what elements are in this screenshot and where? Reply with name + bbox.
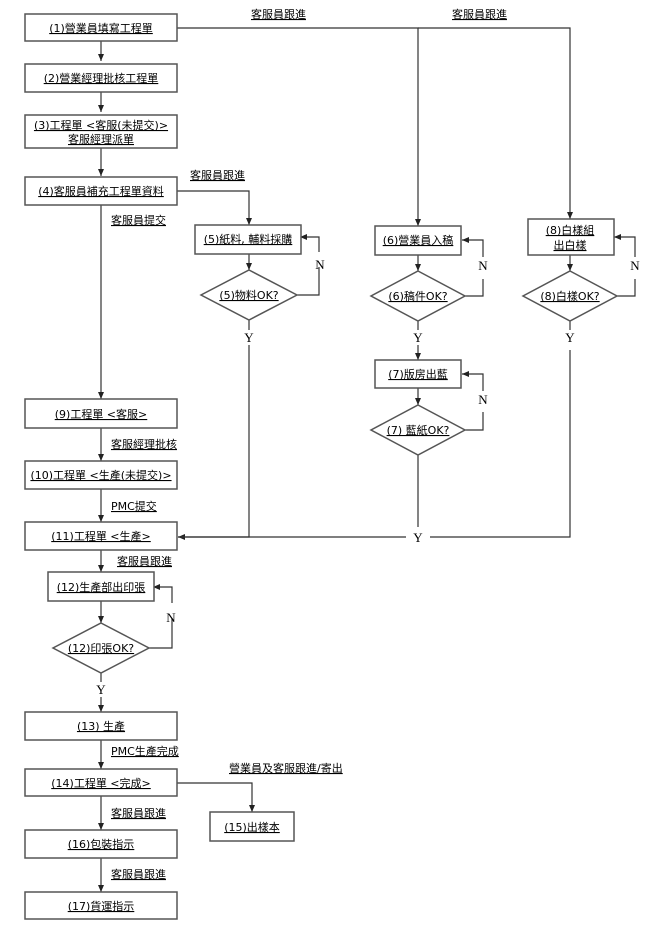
node-6[interactable] — [374, 225, 462, 256]
node-17-label: (17)貨運指示 — [68, 899, 135, 913]
node-d12-label: (12)印張OK? — [68, 642, 134, 655]
node-13[interactable] — [24, 711, 178, 741]
edge-d6-n-a — [465, 279, 484, 297]
edge-label-cs-submit: 客服員提交 — [111, 213, 166, 227]
edge-d5-n-b — [300, 234, 320, 252]
connectors — [98, 27, 636, 892]
yes-label-7: Y — [413, 530, 423, 545]
node-10[interactable] — [24, 460, 178, 490]
node-d5-label: (5)物料OK? — [219, 288, 278, 302]
node-5-label: (5)紙料, 輔料採購 — [204, 232, 293, 246]
edge-d12-n-a — [149, 618, 173, 649]
edge-1-8 — [418, 27, 573, 219]
edge-label-cs-mgr-approve: 客服經理批核 — [111, 437, 177, 451]
edge-label-pmc-done: PMC生產完成 — [111, 744, 179, 758]
edge-d7-n-a — [465, 412, 484, 431]
yes-label-5: Y — [244, 330, 254, 345]
edge-d8-n-b — [614, 234, 636, 257]
node-1[interactable] — [24, 13, 178, 42]
edge-4-5 — [177, 190, 252, 225]
edge-d5-11 — [178, 345, 250, 540]
edge-label-cs-follow-top2: 客服員跟進 — [452, 7, 507, 21]
node-16-label: (16)包裝指示 — [68, 837, 135, 851]
branch-markers: N Y N Y N Y N Y N Y — [96, 257, 640, 697]
edge-d12-n-b — [153, 584, 173, 603]
yes-label-12: Y — [96, 682, 106, 697]
edge-label-cs-follow-16: 客服員跟進 — [111, 806, 166, 820]
node-d8[interactable] — [521, 270, 619, 322]
node-15[interactable] — [209, 811, 295, 842]
node-4[interactable] — [24, 176, 178, 206]
edge-label-cs-follow-5: 客服員跟進 — [190, 168, 245, 182]
node-5[interactable] — [194, 224, 302, 255]
node-d12[interactable] — [51, 622, 151, 674]
edge-14-15 — [177, 782, 255, 812]
node-d6[interactable] — [369, 270, 467, 322]
no-label-8: N — [630, 258, 640, 273]
no-label-5: N — [315, 257, 325, 272]
node-14[interactable] — [24, 768, 178, 797]
node-12-label: (12)生產部出印張 — [57, 580, 146, 594]
node-9[interactable] — [24, 398, 178, 429]
nodes — [24, 13, 619, 920]
node-d6-label: (6)稿件OK? — [388, 289, 447, 303]
edge-d8-11 — [430, 350, 571, 538]
node-2[interactable] — [24, 63, 178, 93]
node-14-label: (14)工程單 <完成> — [51, 776, 151, 790]
edge-d7-n-b — [462, 371, 484, 391]
edge-label-cs-follow-12: 客服員跟進 — [117, 554, 172, 568]
edge-label-cs-follow-17: 客服員跟進 — [111, 867, 166, 881]
node-8-label-line1: (8)白樣組 — [546, 223, 595, 237]
edge-label-pmc-submit: PMC提交 — [111, 499, 157, 513]
node-3[interactable] — [24, 114, 178, 149]
yes-label-6: Y — [413, 330, 423, 345]
node-d7-label: (7) 藍紙OK? — [387, 423, 450, 437]
no-label-12: N — [166, 610, 176, 625]
edge-labels: 客服員跟進 客服員跟進 客服員跟進 客服員提交 客服經理批核 PMC提交 客服員… — [111, 7, 507, 881]
edge-d8-n-a — [617, 279, 636, 297]
node-6-label: (6)營業員入稿 — [383, 233, 454, 247]
node-11-label: (11)工程單 <生產> — [51, 529, 151, 543]
edge-1-6 — [177, 27, 421, 226]
node-16[interactable] — [24, 829, 178, 859]
node-1-label: (1)營業員填寫工程單 — [49, 21, 153, 35]
node-9-label: (9)工程單 <客服> — [55, 407, 148, 421]
node-12[interactable] — [47, 571, 155, 602]
node-11[interactable] — [24, 521, 178, 551]
edge-label-cs-follow-top1: 客服員跟進 — [251, 7, 306, 21]
node-17[interactable] — [24, 891, 178, 920]
node-d7[interactable] — [369, 404, 467, 456]
node-2-label: (2)營業經理批核工程單 — [44, 71, 159, 85]
node-d5[interactable] — [199, 269, 299, 321]
node-8-label-line2: 出白樣 — [554, 238, 587, 252]
node-15-label: (15)出樣本 — [224, 820, 280, 834]
node-labels: (1)營業員填寫工程單 (2)營業經理批核工程單 (3)工程單 <客服(未提交)… — [30, 21, 599, 913]
node-7[interactable] — [374, 359, 462, 389]
node-8[interactable] — [527, 218, 615, 256]
yes-label-8: Y — [565, 330, 575, 345]
node-4-label: (4)客服員補充工程單資料 — [38, 184, 164, 198]
node-7-label: (7)版房出藍 — [388, 367, 448, 381]
node-10-label: (10)工程單 <生產(未提交)> — [30, 468, 171, 482]
edge-label-sales-cs-send: 營業員及客服跟進/寄出 — [229, 761, 343, 775]
node-13-label: (13) 生產 — [77, 719, 125, 733]
edge-d6-n-b — [462, 237, 484, 257]
node-3-label-line2: 客服經理派單 — [68, 132, 134, 146]
no-label-6: N — [478, 258, 488, 273]
node-3-label-line1: (3)工程單 <客服(未提交)> — [34, 118, 168, 132]
node-d8-label: (8)白樣OK? — [540, 289, 599, 303]
no-label-7: N — [478, 392, 488, 407]
edge-d5-n-a — [297, 267, 320, 296]
